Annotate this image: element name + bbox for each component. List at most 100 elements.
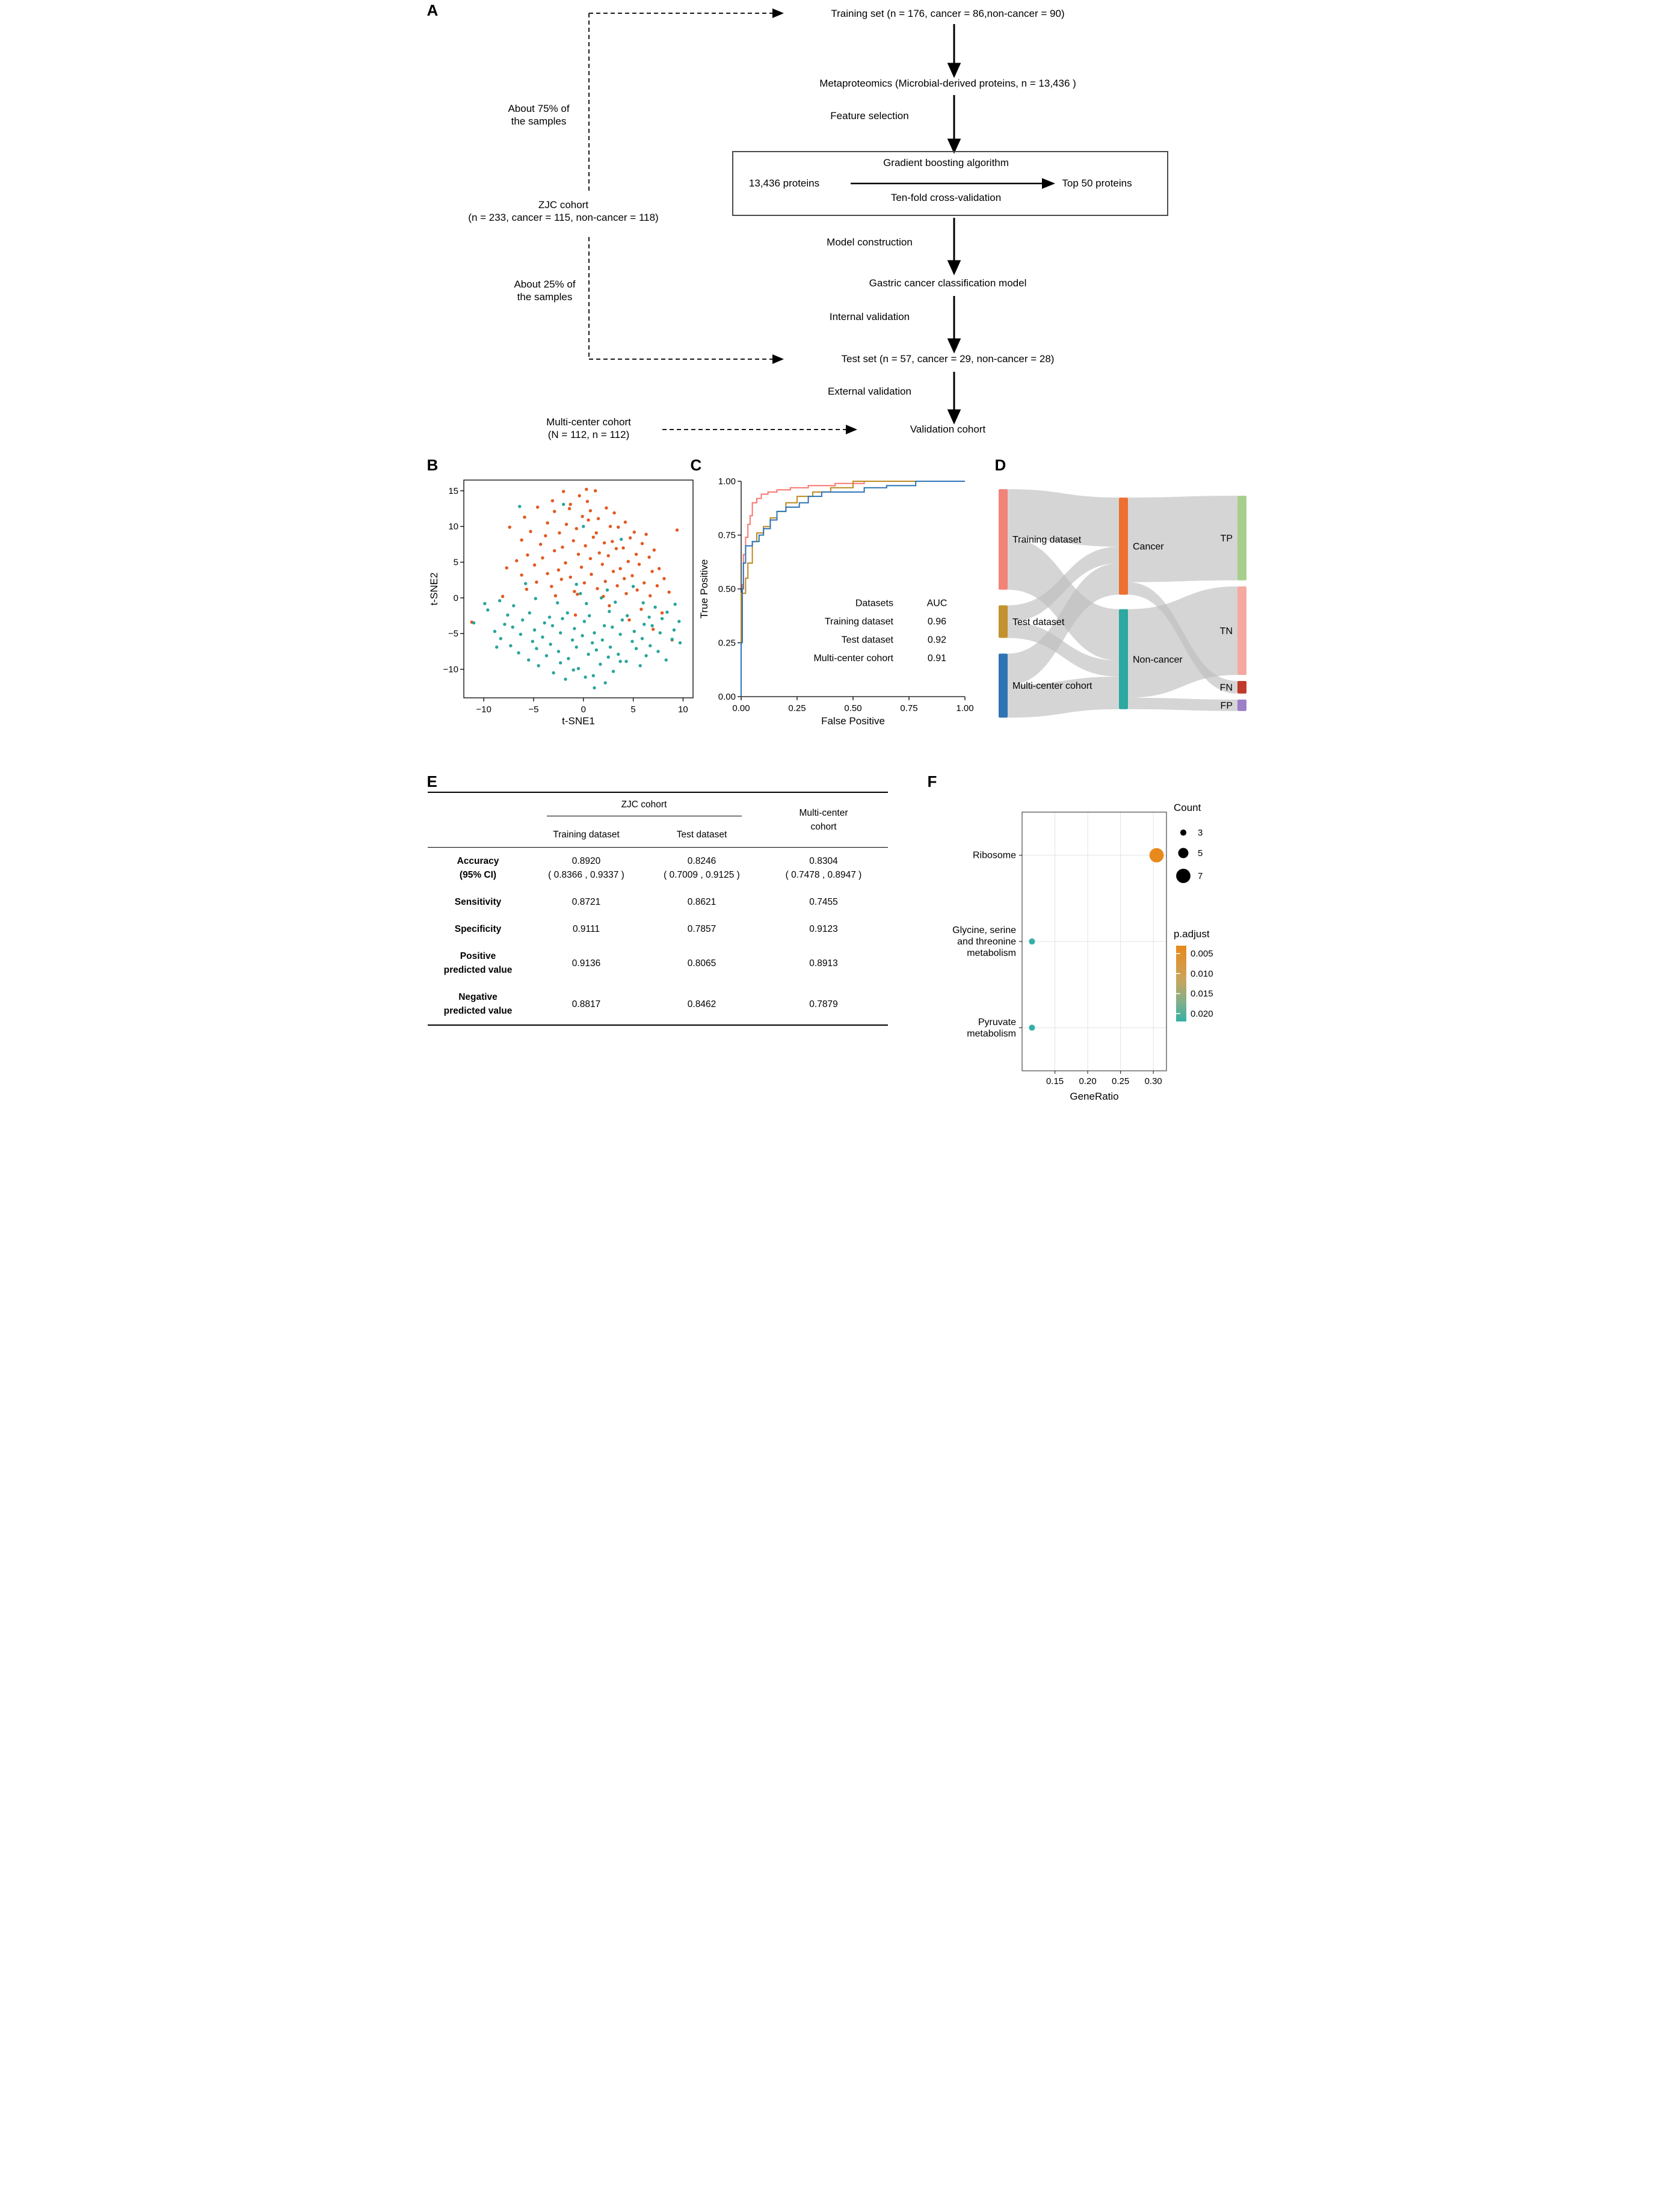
padjust-legend-title: p.adjust [1174,928,1210,940]
tsne-point-cancer [557,531,561,535]
table-value-line: ( 0.7478 , 0.8947 ) [785,870,862,880]
y-tick-label: 10 [448,522,458,532]
x-tick-label: 0.00 [732,703,750,713]
y-tick-label: 0.50 [718,584,735,594]
tsne-point-cancer [522,516,526,519]
panel-label-f: F [927,772,937,790]
tsne-point-cancer [545,521,549,525]
sankey-link-training-cancer [1007,489,1119,547]
table-cell: 0.7879 [760,984,888,1025]
table-label-line: predicted value [443,965,513,975]
tsne-point-non-cancer [575,582,578,586]
table-cell: 0.9136 [529,943,644,984]
y-axis-title: t-SNE2 [428,573,440,606]
tsne-point-cancer [634,552,638,556]
x-axis-title: False Positive [821,715,885,727]
sankey-node-tn [1237,586,1246,675]
sankey-label-cancer: Cancer [1133,541,1164,552]
table-cell: 0.8462 [644,984,760,1025]
tsne-point-cancer [607,604,611,608]
tsne-point-non-cancer [566,657,570,661]
tsne-point-cancer [575,527,578,531]
count-legend-title: Count [1174,802,1201,813]
table-group-header: ZJC cohort [546,799,742,816]
y-tick-label: 0.25 [718,638,735,649]
tsne-point-cancer [635,588,639,592]
table-label-line: Specificity [454,924,502,934]
tsne-point-cancer [564,522,568,526]
tsne-point-non-cancer [519,632,522,636]
table-label-line: Positive [460,951,496,961]
tsne-point-non-cancer [673,602,677,606]
tsne-point-cancer [647,555,651,559]
tsne-point-non-cancer [561,502,565,507]
tsne-point-cancer [567,507,571,511]
table-value-line: 0.8920 [572,856,601,866]
tsne-point-cancer [501,594,504,599]
tsne-point-cancer [588,509,592,513]
count-legend-value: 7 [1198,871,1203,881]
sankey-link-noncancer-fp [1127,697,1237,711]
flow-validation-cohort: Validation cohort [910,424,986,435]
table-row-label: Sensitivity [428,889,529,916]
tsne-point-cancer [561,490,565,493]
tsne-point-cancer [545,571,549,576]
tsne-point-non-cancer [647,615,651,619]
tsne-point-non-cancer [495,645,498,649]
y-tick-label: 5 [453,557,458,567]
tsne-point-non-cancer [634,647,638,650]
flow-dashed-lines [588,13,846,430]
legend-entry-name: Multi-center cohort [813,653,893,664]
tsne-point-non-cancer [485,608,489,612]
tsne-point-cancer [595,587,599,591]
tsne-point-non-cancer [558,631,562,635]
legend-entry-name: Test dataset [841,635,893,645]
flow-top-proteins: Top 50 proteins [1062,177,1132,189]
count-legend-value: 5 [1198,848,1203,858]
panel-label-d: D [994,456,1006,474]
sankey-node-test [998,605,1008,638]
tsne-point-non-cancer [632,629,636,633]
sankey-link-cancer-tp [1127,496,1237,582]
panel-label-e: E [427,772,437,790]
tsne-point-cancer [563,561,567,565]
sankey-link-multi-noncancer [1007,676,1119,718]
arrow-head [947,409,961,425]
x-tick-label: 0.20 [1079,1076,1096,1086]
plot-border [463,479,694,698]
table-cell: 0.8304( 0.7478 , 0.8947 ) [760,848,888,889]
tsne-point-cancer [594,531,598,535]
sankey-link-training-noncancer [1007,538,1119,661]
tsne-point-cancer [589,573,593,576]
tsne-point-cancer [552,510,556,513]
tsne-point-cancer [603,579,607,584]
tsne-point-cancer [615,584,619,588]
tsne-point-non-cancer [642,623,645,626]
roc-curve-test-dataset [740,481,965,697]
x-tick-label: 0.15 [1046,1076,1063,1086]
table-column-header: Test dataset [644,823,760,848]
table-label-line: Accuracy [457,856,499,866]
tsne-point-non-cancer [472,621,475,625]
tsne-point-cancer [580,514,584,519]
flow-about-75-line1: About 75% of [508,103,570,114]
tsne-point-cancer [586,518,590,522]
table-row: Accuracy(95% CI)0.8920( 0.8366 , 0.9337 … [428,848,888,889]
category-label: Glycine, serine [952,925,1016,935]
tsne-point-non-cancer [537,664,540,668]
arrow-head [947,138,961,154]
tsne-point-cancer [519,573,523,577]
tsne-point-non-cancer [555,601,559,605]
x-axis-title: GeneRatio [1070,1091,1118,1102]
count-legend-dot [1178,848,1188,858]
sankey-link-multi-cancer [1007,563,1119,685]
tsne-point-cancer [632,530,636,534]
flow-zjc-cohort-line2: (n = 233, cancer = 115, non-cancer = 118… [468,212,659,223]
sankey-node-fp [1237,699,1246,711]
tsne-point-cancer [572,539,575,543]
table-cell: 0.9111 [529,916,644,943]
